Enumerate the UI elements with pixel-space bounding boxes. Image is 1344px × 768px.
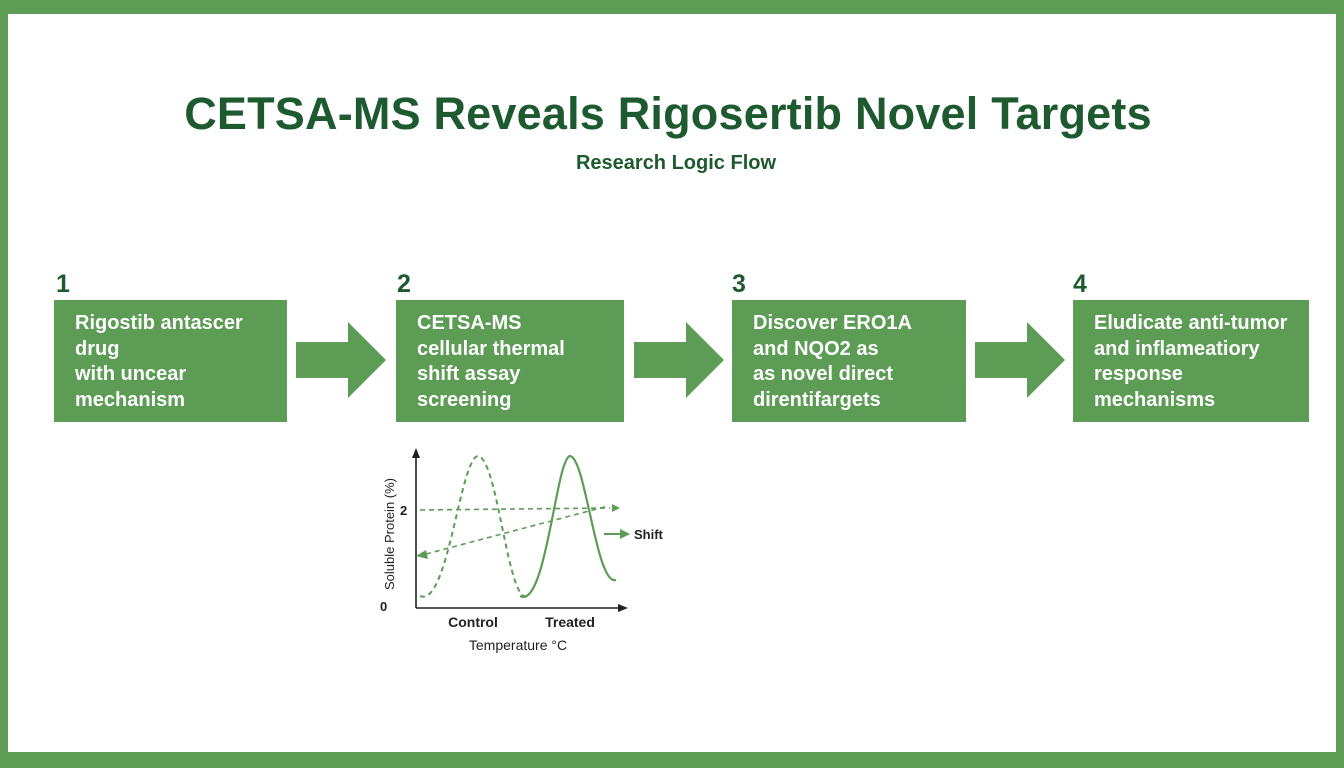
step-1-line-1: Rigostib antascer	[75, 312, 243, 334]
category-label-control: Control	[448, 614, 498, 630]
arrow-right-icon	[634, 322, 724, 398]
step-4-number: 4	[1073, 270, 1087, 298]
step-4-line-1: Eludicate anti-tumor	[1094, 312, 1288, 334]
step-1-line-2: drug	[75, 337, 120, 360]
category-label-treated: Treated	[545, 614, 595, 630]
step-1-line-3: with uncear	[75, 363, 187, 385]
thermal-shift-chart: 0 2 Soluble Protein (%) Shift Control Tr…	[380, 448, 664, 653]
step-4-box: Eludicate anti-tumor and inflameatiory r…	[1073, 300, 1309, 422]
arrow-right-icon	[975, 322, 1065, 398]
step-2-line-3: shift assay	[417, 363, 521, 385]
step-3-box: Discover ERO1A and NQO2 as as novel dire…	[732, 300, 966, 422]
page-subtitle: Research Logic Flow	[575, 152, 777, 174]
step-3-line-4: direntifargets	[753, 388, 881, 411]
step-2-line-4: screening	[417, 388, 512, 411]
x-axis-label: Temperature °C	[469, 637, 567, 653]
y-axis	[412, 448, 420, 608]
y-tick-label-0: 0	[380, 599, 387, 614]
x-axis	[416, 604, 628, 612]
step-1-number: 1	[56, 270, 70, 298]
shift-guide-line	[419, 507, 611, 511]
step-2-line-2: cellular thermal	[417, 337, 565, 360]
treated-curve	[519, 454, 617, 598]
step-4-line-4: mechanisms	[1094, 388, 1216, 411]
y-tick-label-2: 2	[400, 503, 407, 518]
step-2-number: 2	[397, 270, 411, 298]
arrow-right-icon	[296, 322, 386, 398]
step-4-line-3: response	[1094, 363, 1183, 385]
step-1-line-4: mechanism	[75, 388, 186, 411]
step-3-line-1: Discover ERO1A	[753, 312, 912, 334]
step-3-line-3: as novel direct	[753, 363, 894, 385]
step-3-line-2: and NQO2 as	[753, 337, 879, 360]
step-4-line-2: and inflameatiory	[1094, 337, 1260, 360]
control-curve	[419, 454, 529, 598]
shift-annotation: Shift	[634, 527, 664, 542]
step-1-box: Rigostib antascer drug with uncear mecha…	[54, 300, 287, 422]
y-axis-label: Soluble Protein (%)	[382, 478, 397, 590]
shift-guide-arrowhead	[612, 504, 620, 512]
step-2-box: CETSA-MS cellular thermal shift assay sc…	[396, 300, 624, 422]
shift-arrow-icon	[620, 529, 630, 539]
shift-diagonal-line	[425, 505, 609, 555]
step-2-line-1: CETSA-MS	[417, 312, 522, 334]
step-3-number: 3	[732, 270, 746, 298]
page-title: CETSA-MS Reveals Rigosertib Novel Target…	[184, 88, 1152, 139]
shift-diagonal-arrowhead	[416, 550, 428, 559]
